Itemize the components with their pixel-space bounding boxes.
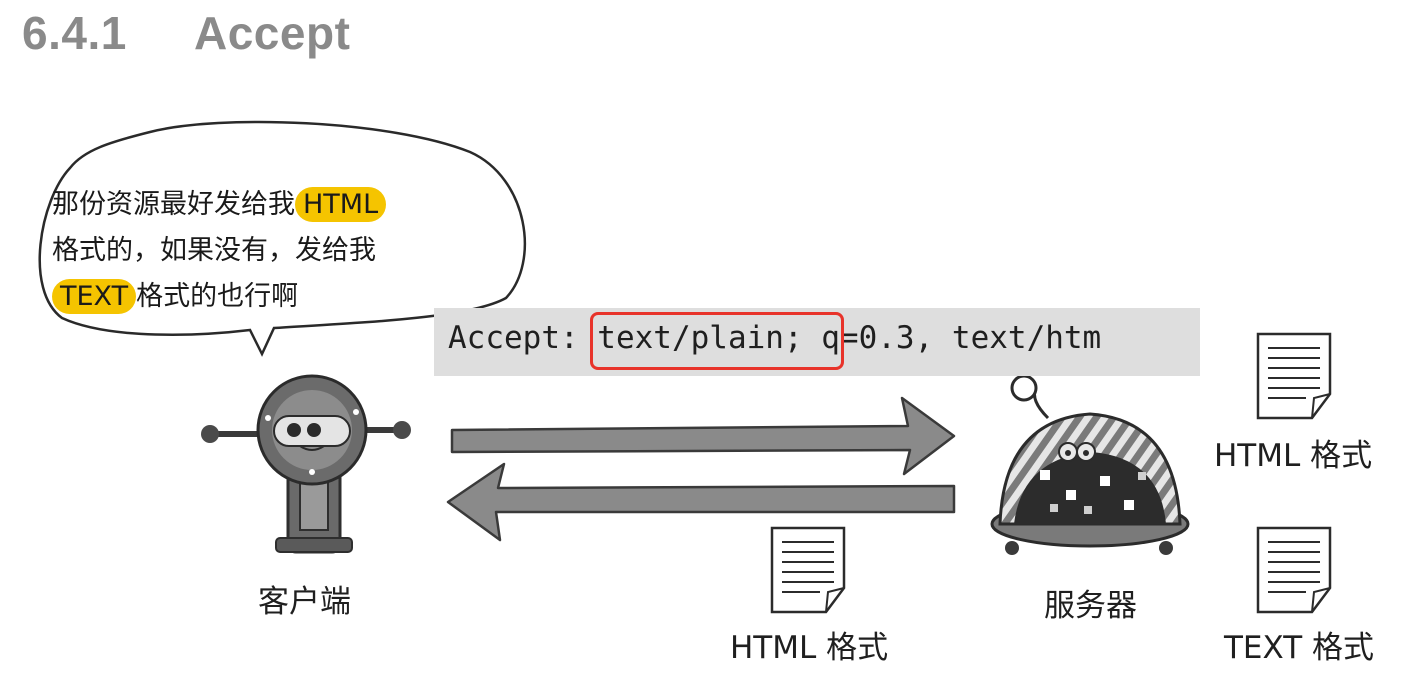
response-document-icon (770, 526, 846, 614)
text-highlight: TEXT (52, 279, 137, 314)
server-robot-icon (990, 374, 1190, 555)
server-label: 服务器 (1044, 588, 1137, 624)
server-text-document-icon (1256, 526, 1332, 614)
request-arrow (450, 396, 956, 476)
section-heading: 6.4.1 Accept (22, 6, 350, 60)
response-document-label: HTML 格式 (730, 630, 889, 666)
server-text-document-label: TEXT 格式 (1224, 630, 1375, 666)
html-highlight: HTML (295, 187, 387, 222)
section-title: Accept (194, 7, 351, 59)
response-arrow (446, 462, 956, 542)
server-html-document-label: HTML 格式 (1214, 438, 1373, 474)
section-number: 6.4.1 (22, 7, 127, 59)
server-html-document-icon (1256, 332, 1332, 420)
highlight-box (590, 312, 844, 370)
client-label: 客户端 (258, 584, 351, 620)
bubble-line-3-text: 格式的也行啊 (136, 281, 299, 312)
client-robot-icon (201, 374, 411, 554)
speech-bubble (38, 120, 526, 357)
request-header-strip (434, 308, 1200, 376)
bubble-line-2: 格式的，如果没有，发给我 (52, 235, 376, 266)
accept-header-text: Accept: text/plain; q=0.3, text/htm (448, 320, 1102, 356)
bubble-line-1-text: 那份资源最好发给我 (52, 189, 295, 220)
